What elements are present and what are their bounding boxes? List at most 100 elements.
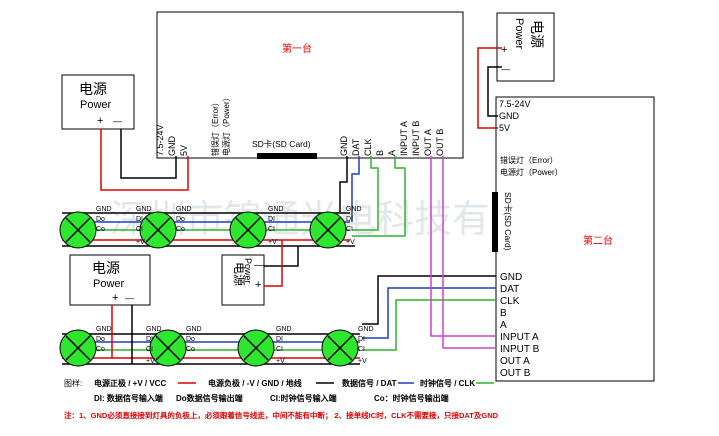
r2-ci-3: CI (276, 346, 283, 353)
power-supply-1-box (61, 74, 135, 130)
r2-v-3: +V (276, 358, 285, 365)
legend-vcc-text: 电源正极 / +V / VCC (94, 378, 166, 388)
wire-ps4-gnd (487, 66, 502, 117)
ps3-en: Power (243, 258, 253, 284)
ps2-en: Power (93, 278, 125, 290)
legend-ci: CI:时钟信号输入端 (270, 393, 337, 403)
wires (62, 47, 502, 365)
c1-sd-slot (257, 153, 317, 159)
ps2-cn: 电源 (92, 260, 120, 276)
r2-gnd-2b: GND (186, 326, 202, 333)
c1-pin-5v: 5V (179, 145, 189, 156)
r1-gnd-4: GND (346, 206, 362, 213)
r2-di-3: DI (276, 336, 283, 343)
c1-led-error: 错误灯（Error） (210, 98, 220, 156)
ps2-plus: + (112, 292, 118, 304)
c1-pin-dat: DAT (351, 138, 361, 156)
wire-c1-clk-row1 (352, 156, 379, 231)
led-2-2-cross (155, 335, 181, 361)
c1-pin-a: A (387, 150, 397, 156)
led-2-4 (321, 329, 359, 367)
ps4-minus: — (501, 64, 510, 74)
c2-pin-out-b: OUT B (500, 368, 531, 379)
note-text: 注：1、GND必须直接接到灯具的负极上，必须跟着信号线走，中间不能有中断； 2、… (64, 410, 499, 421)
legend-do: Do数据信号输出端 (176, 393, 243, 403)
r1-di-4: DI (346, 216, 353, 223)
legend: 图样: 电源正极 / +V / VCC 电源负极 / -V / GND / 地线… (64, 378, 499, 421)
r2-ci-4: CI (358, 346, 365, 353)
ps3-minus: — (254, 260, 264, 271)
c2-pin-input-a: INPUT A (500, 332, 539, 343)
c2-pin-a: A (500, 320, 507, 331)
r2-ci-2: CI (146, 346, 153, 353)
power-supply-3-box (221, 254, 265, 306)
c2-pin-clk: CLK (500, 296, 520, 307)
c2-pin-b: B (500, 308, 507, 319)
ps1-minus: — (113, 116, 122, 126)
r2-v-4: +V (358, 358, 367, 365)
wire-ps3-vcc (264, 240, 283, 287)
led-2-1-cross (65, 335, 91, 361)
controller-2-title: 第二台 (583, 234, 613, 247)
c2-sd-label: SD卡(SD Card) (503, 192, 513, 251)
legend-co: Co：时钟信号输出端 (374, 393, 449, 403)
c2-sd-slot (492, 192, 498, 252)
r1-gnd-1: GND (96, 206, 112, 213)
r1-co-1: Co (96, 226, 105, 233)
c2-pin-dat: DAT (500, 284, 519, 295)
r2-gnd-1: GND (96, 326, 112, 333)
ps1-en: Power (80, 99, 112, 111)
r2-di-4: DI (358, 336, 365, 343)
r2-do-1: Do (96, 336, 105, 343)
ps3-plus: + (255, 279, 261, 291)
controller-2-box (495, 96, 655, 382)
c1-pin-vin: 7.5-24V (155, 124, 165, 156)
wire-outb-inputb (442, 156, 496, 349)
ps1-plus: + (97, 115, 103, 127)
r2-gnd-4: GND (358, 326, 374, 333)
c2-pin-gnd: GND (499, 111, 520, 121)
led-1-3 (229, 211, 267, 249)
r1-v-2: +V (136, 239, 145, 246)
r1-gnd-3: GND (268, 206, 284, 213)
c2-led-power: 电源灯（Power） (500, 167, 563, 177)
led-1-1 (59, 211, 97, 249)
r1-do-2: Do (176, 216, 185, 223)
wire-c2-gnd-row2 (362, 275, 496, 325)
r1-ci-2: CI (136, 226, 143, 233)
r1-v-3: +V (268, 239, 277, 246)
r1-do-1: Do (96, 216, 105, 223)
c2-pin-5v: 5V (499, 123, 510, 133)
led-1-3-cross (235, 217, 261, 243)
c1-pin-out-b: OUT B (435, 129, 445, 156)
controller-1-box (156, 11, 464, 159)
r2-gnd-3: GND (276, 326, 292, 333)
c1-pin-input-b: INPUT B (411, 121, 421, 156)
led-1-4-cross (315, 217, 341, 243)
wire-ps1-gnd (120, 129, 177, 179)
wire-ps3-gnd (264, 246, 299, 267)
c2-pin-vin: 7.5-24V (499, 99, 531, 109)
ps2-minus: — (125, 293, 134, 303)
r2-do-2: Do (186, 336, 195, 343)
legend-gnd-text: 电源负极 / -V / GND / 地线 (208, 378, 302, 388)
led-2-2 (149, 329, 187, 367)
c1-pin-clk: CLK (363, 138, 373, 156)
led-row-1: GND Do Co GND DI CI +V GND Do Co GND DI … (59, 206, 362, 249)
ps4-plus: + (501, 44, 507, 56)
power-supply-3: 电源 Power — + (221, 254, 265, 306)
led-1-2-cross (145, 217, 171, 243)
power-supply-4: 电源 Power + — (496, 12, 555, 82)
r2-di-2: DI (146, 336, 153, 343)
r2-co-2: Co (186, 346, 195, 353)
wire-c1-gnd-row1 (339, 156, 348, 212)
c1-pin-gnd2: GND (339, 136, 349, 157)
r2-v-2: +V (146, 358, 155, 365)
c1-sd-label: SD卡(SD Card) (252, 139, 311, 149)
c2-pin-out-a: OUT A (500, 356, 530, 367)
c2-pin-gnd2: GND (500, 272, 522, 283)
wire-c1-dat-row1 (351, 156, 360, 222)
power-supply-1: 电源 Power + — (61, 74, 135, 130)
c1-pin-input-a: INPUT A (399, 121, 409, 156)
led-row-2: GND Do Co GND DI CI +V GND Do Co GND DI … (59, 326, 374, 367)
